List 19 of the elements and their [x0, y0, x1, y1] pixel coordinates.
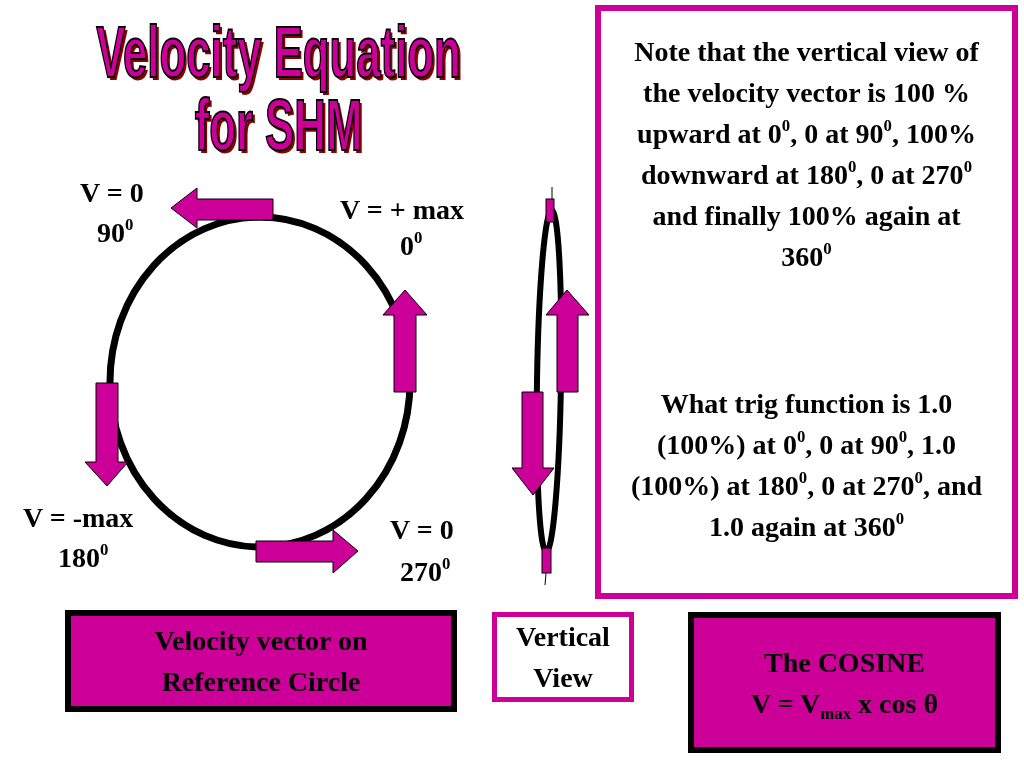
heading-text: The COSINE [763, 645, 925, 680]
angle-label: 180$^{0}$ [58, 542, 109, 574]
caption-text: Velocity vector on Reference Circle [153, 624, 369, 699]
angle-label: 270$^{0}$ [400, 556, 451, 588]
formula-box [688, 612, 1001, 753]
angle-label: 90$^{0}$ [97, 217, 134, 249]
speed-label: V = 0 [390, 514, 454, 546]
angle-label: 0$^{0}$ [400, 230, 423, 262]
note-text: Note that the vertical view of the velocity vector is 100 % upward at 0$^{0}$, 0 at 90$^{0}$, 100% downward at 180$^{0}$, 0 at 270$^{0}$ and finally 100% again at 360$^{0}$ [633, 35, 980, 274]
caption-box [65, 610, 457, 712]
caption-box [492, 612, 634, 702]
note-panel [595, 5, 1018, 599]
speed-label: V = 0 [80, 177, 144, 209]
speed-label: V = + max [340, 194, 464, 226]
question-text: What trig function is 1.0 (100%) at 0$^{0}$, 0 at 90$^{0}$, 1.0 (100%) at 180$^{0}$, 0 at 270$^{0}$, and 1.0 again at 360$^{0}$ [629, 387, 984, 544]
formula-text: V = V$_{max}$ x cos θ [750, 686, 939, 724]
speed-label: V = -max [23, 502, 134, 534]
slide-title: Velocity Equation for SHM [94, 16, 462, 162]
caption-text: Vertical View [515, 620, 611, 695]
